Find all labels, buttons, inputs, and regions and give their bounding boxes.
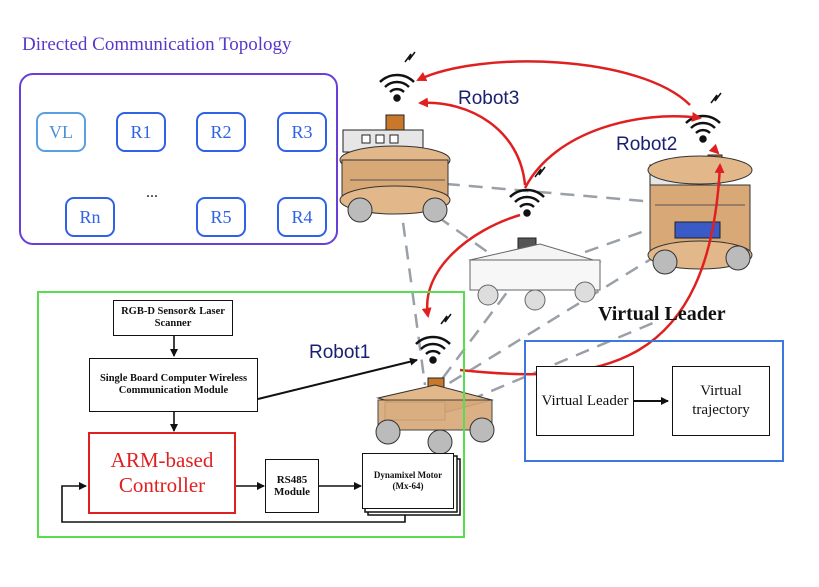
antenna-icons <box>379 51 722 364</box>
node-r3: R3 <box>277 112 327 152</box>
hardware-arrows <box>61 336 406 523</box>
computer-block: Single Board Computer Wireless Communica… <box>89 358 258 412</box>
rs485-block: RS485 Module <box>265 459 319 513</box>
virtual-robot-graphic <box>468 237 602 311</box>
communication-arrows <box>416 60 725 376</box>
sensor-block: RGB-D Sensor& Laser Scanner <box>113 300 233 336</box>
virtual-leader-title: Virtual Leader <box>598 303 726 325</box>
node-rn: Rn <box>65 197 115 237</box>
topology-title: Directed Communication Topology <box>22 34 292 55</box>
robot2-graphic <box>647 154 753 275</box>
node-r5: R5 <box>196 197 246 237</box>
hardware-panel <box>37 291 465 538</box>
robot1-label: Robot1 <box>309 342 371 363</box>
motor-block: Dynamixel Motor (Mx-64) <box>362 453 454 509</box>
virtual-leader-block: Virtual Leader <box>536 366 634 436</box>
node-r2: R2 <box>196 112 246 152</box>
robot3-label: Robot3 <box>458 88 520 109</box>
node-ellipsis: ... <box>146 184 158 201</box>
robot3-graphic <box>339 114 451 223</box>
node-r1: R1 <box>116 112 166 152</box>
arm-controller-block: ARM-based Controller <box>88 432 236 514</box>
topology-panel <box>19 73 338 245</box>
robot2-label: Robot2 <box>616 134 678 155</box>
virtual-trajectory-block: Virtual trajectory <box>672 366 770 436</box>
virtual-leader-panel <box>524 340 784 462</box>
node-r4: R4 <box>277 197 327 237</box>
node-vl: VL <box>36 112 86 152</box>
